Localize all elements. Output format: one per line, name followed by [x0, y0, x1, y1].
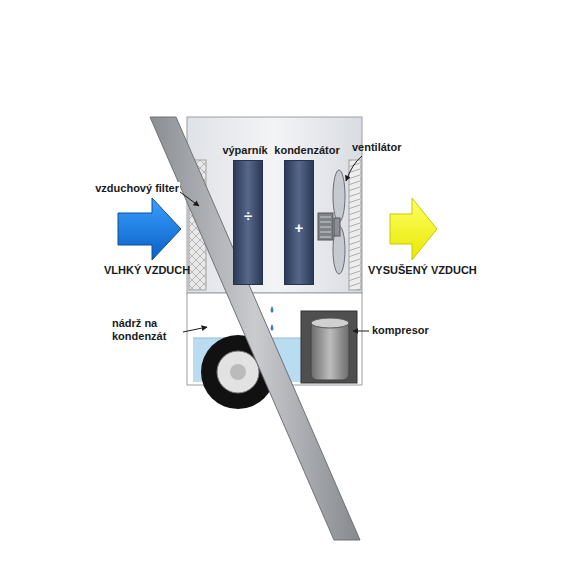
polarity-symbol: ÷ — [234, 207, 262, 224]
polarity-symbol: + — [285, 219, 313, 236]
part-label: ventilátor — [352, 141, 402, 154]
part-label: vzduchový filter — [80, 182, 180, 195]
part-label: nádrž na kondenzát — [112, 317, 180, 343]
part-label: výparník — [222, 144, 267, 156]
airflow-label: VYSUŠENÝ VZDUCH — [368, 264, 477, 277]
evaporator-panel: výparník÷ — [233, 160, 263, 285]
airflow-label: VLHKÝ VZDUCH — [104, 264, 190, 277]
condenser-panel: kondenzátor+ — [284, 160, 314, 285]
part-label: kondenzátor — [274, 144, 339, 156]
part-label: kompresor — [372, 324, 429, 337]
